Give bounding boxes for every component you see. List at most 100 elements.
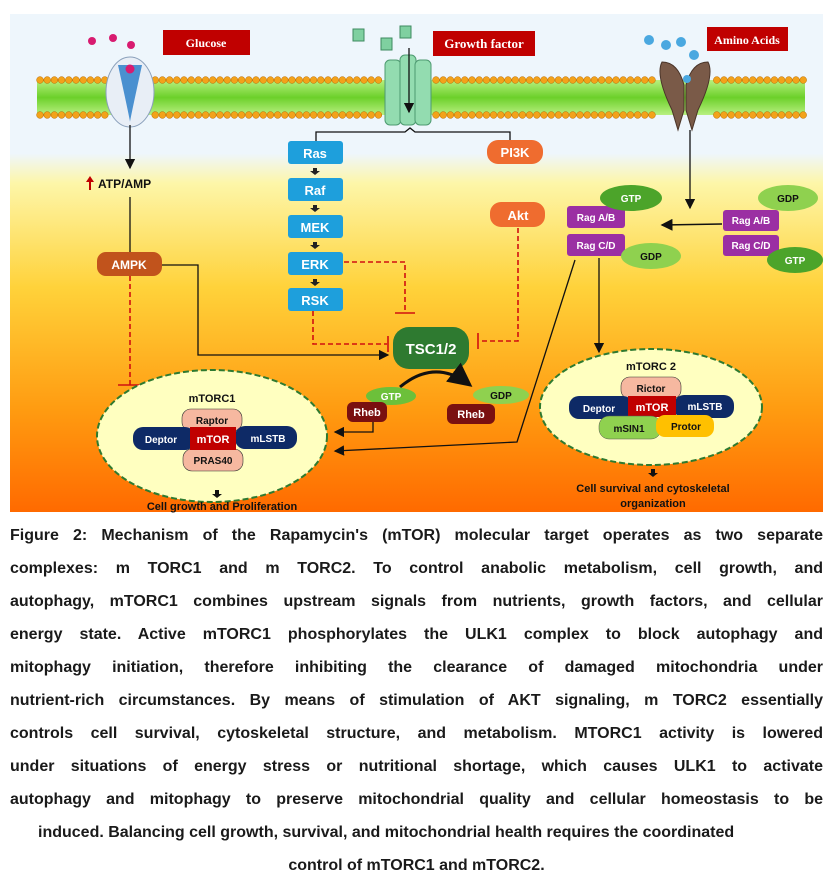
lipid-head-icon xyxy=(518,111,527,119)
lipid-head-icon xyxy=(561,111,570,119)
lipid-head-icon xyxy=(72,76,80,84)
lipid-head-icon xyxy=(194,111,203,119)
lipid-head-icon xyxy=(497,76,505,84)
svg-text:Rag C/D: Rag C/D xyxy=(732,241,771,252)
svg-text:mLSTB: mLSTB xyxy=(688,402,723,413)
lipid-head-icon xyxy=(482,76,491,84)
lipid-head-icon xyxy=(86,111,95,119)
glucose-molecule-icons xyxy=(88,34,135,49)
svg-text:mLSTB: mLSTB xyxy=(251,434,286,445)
ampk-inhibits-mtorc1 xyxy=(118,276,142,386)
lipid-head-icon xyxy=(785,111,793,119)
svg-text:Akt: Akt xyxy=(508,208,530,223)
amino-acid-molecule-icons xyxy=(644,35,699,60)
lipid-head-icon xyxy=(518,76,527,84)
caption-line: nutrient-rich circumstances. By means of… xyxy=(10,692,823,709)
lipid-head-icon xyxy=(309,111,318,119)
lipid-head-icon xyxy=(489,111,498,119)
lipid-head-icon xyxy=(533,111,541,119)
svg-text:Raptor: Raptor xyxy=(196,416,228,427)
lipid-head-icon xyxy=(713,111,721,119)
svg-text:Protor: Protor xyxy=(671,422,701,433)
rheb-gtp: GTP Rheb xyxy=(347,387,416,422)
ras-node: Ras xyxy=(288,141,343,164)
caption-line: induced. Balancing cell growth, survival… xyxy=(38,824,735,841)
lipid-head-icon xyxy=(504,76,512,84)
lipid-head-icon xyxy=(511,111,519,119)
lipid-head-icon xyxy=(576,111,584,119)
svg-text:Rag A/B: Rag A/B xyxy=(732,216,771,227)
svg-text:GTP: GTP xyxy=(785,256,806,267)
lipid-head-icon xyxy=(554,76,563,84)
lipid-head-icon xyxy=(749,111,757,119)
lipid-head-icon xyxy=(353,111,361,119)
caption-line: mitophagy initiation, therefore inhibiti… xyxy=(10,659,823,676)
svg-text:PI3K: PI3K xyxy=(501,145,531,160)
svg-text:Rheb: Rheb xyxy=(457,409,485,421)
glucose-label-text: Glucose xyxy=(186,36,227,50)
lipid-head-icon xyxy=(187,111,195,119)
raf-node: Raf xyxy=(288,178,343,201)
lipid-head-icon xyxy=(302,111,311,119)
lipid-head-icon xyxy=(540,111,548,119)
lipid-head-icon xyxy=(741,76,750,84)
lipid-head-icon xyxy=(43,111,51,119)
svg-text:GTP: GTP xyxy=(381,392,402,403)
lipid-head-icon xyxy=(273,76,282,84)
svg-text:GDP: GDP xyxy=(777,194,799,205)
lipid-head-icon xyxy=(569,111,577,119)
growth-factor-icons xyxy=(352,25,412,51)
lipid-head-icon xyxy=(374,111,383,119)
svg-text:Deptor: Deptor xyxy=(145,435,177,446)
lipid-head-icon xyxy=(583,111,591,119)
lipid-head-icon xyxy=(353,76,361,84)
lipid-head-icon xyxy=(597,76,606,84)
lipid-head-icon xyxy=(727,76,735,84)
lipid-head-icon xyxy=(79,111,87,119)
lipid-head-icon xyxy=(612,76,620,84)
svg-text:mTORC 2: mTORC 2 xyxy=(626,361,676,373)
caption-line: energy state. Active mTORC1 phosphorylat… xyxy=(10,626,823,643)
svg-text:AMPK: AMPK xyxy=(111,258,147,272)
svg-text:Rictor: Rictor xyxy=(637,384,666,395)
lipid-head-icon xyxy=(612,111,620,119)
lipid-head-icon xyxy=(489,76,498,84)
lipid-head-icon xyxy=(158,76,167,84)
lipid-head-icon xyxy=(302,76,311,84)
lipid-head-icon xyxy=(648,111,656,119)
svg-text:GTP: GTP xyxy=(621,194,642,205)
svg-text:TSC1/2: TSC1/2 xyxy=(406,341,457,358)
increase-arrow-icon xyxy=(86,176,94,190)
lipid-head-icon xyxy=(504,111,512,119)
lipid-head-icon xyxy=(230,111,239,119)
glucose-transporter-icon xyxy=(105,56,155,128)
lipid-head-icon xyxy=(763,76,771,84)
growth-factor-label: Growth factor xyxy=(433,31,535,56)
lipid-head-icon xyxy=(360,111,368,119)
lipid-head-icon xyxy=(237,111,246,119)
lipid-head-icon xyxy=(554,111,563,119)
lipid-head-icon xyxy=(57,111,66,119)
lipid-head-icon xyxy=(482,111,491,119)
lipid-head-icon xyxy=(50,76,59,84)
lipid-head-icon xyxy=(324,76,332,84)
lipid-head-icon xyxy=(569,76,577,84)
rag-complex-inactive: Rag A/B Rag C/D GDP GTP xyxy=(723,185,823,273)
caption-line: complexes: m TORC1 and m TORC2. To contr… xyxy=(10,560,823,577)
growth-factor-label-text: Growth factor xyxy=(444,36,524,51)
lipid-head-icon xyxy=(641,111,649,119)
lipid-head-icon xyxy=(785,76,793,84)
caption-line: under situations of energy stress or nut… xyxy=(10,758,823,775)
lipid-head-icon xyxy=(223,111,231,119)
lipid-head-icon xyxy=(151,111,159,119)
lipid-head-icon xyxy=(453,111,462,119)
lipid-head-icon xyxy=(237,76,246,84)
caption-line: autophagy and mitophagy to preserve mito… xyxy=(10,791,823,808)
lipid-head-icon xyxy=(201,111,210,119)
lipid-head-icon xyxy=(540,76,548,84)
lipid-head-icon xyxy=(180,111,188,119)
lipid-head-icon xyxy=(288,111,296,119)
lipid-head-icon xyxy=(799,76,807,84)
lipid-head-icon xyxy=(741,111,750,119)
lipid-head-icon xyxy=(209,111,217,119)
